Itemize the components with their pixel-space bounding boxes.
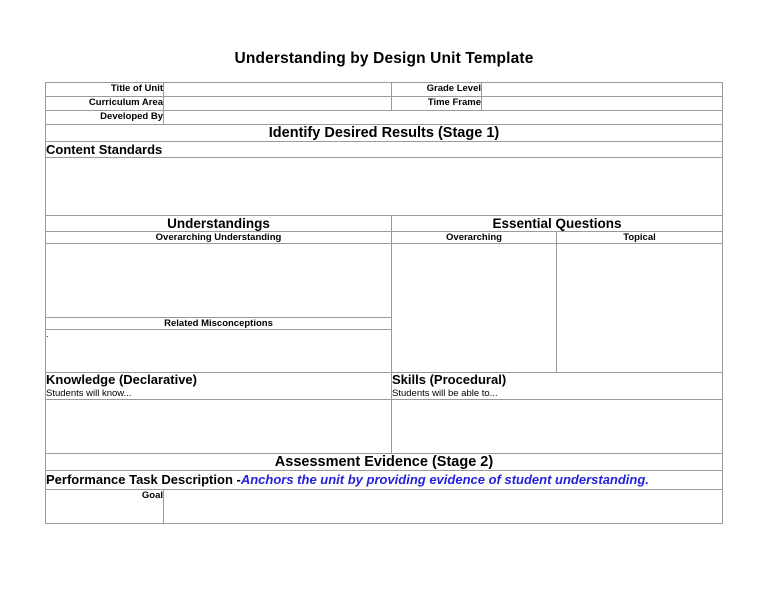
table-row-stage2-header: Assessment Evidence (Stage 2) [45, 453, 723, 472]
table-row-title-of-unit: Title of Unit Grade Level [45, 82, 723, 97]
skills-subtitle: Students will be able to... [392, 387, 498, 399]
table-row-goal: Goal [45, 489, 723, 525]
topical-questions-input[interactable] [556, 243, 723, 373]
page-title: Understanding by Design Unit Template [234, 50, 534, 67]
overarching-label: Overarching [391, 231, 557, 244]
topical-label: Topical [556, 231, 723, 244]
title-of-unit-input[interactable] [163, 82, 392, 97]
related-misconceptions-label: Related Misconceptions [45, 317, 392, 330]
goal-input[interactable] [163, 489, 723, 525]
performance-task-description: Anchors the unit by providing evidence o… [240, 472, 649, 488]
knowledge-title: Knowledge (Declarative) [46, 372, 197, 387]
developed-by-input[interactable] [163, 110, 723, 125]
skills-title: Skills (Procedural) [392, 372, 507, 387]
table-row-content-standards-label: Content Standards [45, 141, 723, 158]
overarching-understanding-input[interactable] [45, 243, 392, 318]
overarching-questions-input[interactable] [391, 243, 557, 373]
title-of-unit-label: Title of Unit [45, 82, 164, 97]
essential-questions-title: Essential Questions [391, 215, 723, 232]
time-frame-input[interactable] [481, 96, 723, 111]
table-row-developed-by: Developed By [45, 110, 723, 125]
table-row-knowledge-skills-bodies [45, 399, 723, 455]
performance-task-label: Performance Task Description - [46, 472, 241, 488]
table-row-related-misconceptions-label: Related Misconceptions [45, 317, 723, 330]
related-misconceptions-input[interactable]: . [45, 329, 392, 373]
knowledge-input[interactable] [45, 399, 392, 455]
grade-level-label: Grade Level [391, 82, 482, 97]
table-row-related-misconceptions-body: . [45, 329, 723, 373]
table-row-performance-task: Performance Task Description -Anchors th… [45, 470, 723, 491]
performance-task-row: Performance Task Description -Anchors th… [45, 470, 723, 491]
ubd-unit-template-table: Title of Unit Grade Level Curriculum Are… [45, 82, 723, 525]
table-row-curriculum-area: Curriculum Area Time Frame [45, 96, 723, 111]
table-row-knowledge-skills-headers: Knowledge (Declarative) Students will kn… [45, 371, 723, 401]
developed-by-label: Developed By [45, 110, 164, 125]
curriculum-area-label: Curriculum Area [45, 96, 164, 111]
stage1-section-title: Identify Desired Results (Stage 1) [45, 124, 723, 142]
goal-label: Goal [45, 489, 164, 525]
stage2-section-title: Assessment Evidence (Stage 2) [45, 453, 723, 472]
table-row-overarching-understanding-body [45, 243, 723, 373]
table-row-content-standards-body [45, 157, 723, 216]
table-row-understandings-eq-titles: Understandings Essential Questions [45, 215, 723, 232]
table-row-subheaders: Overarching Understanding Overarching To… [45, 231, 723, 244]
skills-input[interactable] [391, 399, 723, 455]
curriculum-area-input[interactable] [163, 96, 392, 111]
knowledge-header: Knowledge (Declarative) Students will kn… [45, 371, 392, 401]
content-standards-input[interactable] [45, 157, 723, 216]
skills-header: Skills (Procedural) Students will be abl… [391, 371, 723, 401]
content-standards-label: Content Standards [45, 141, 723, 158]
understandings-title: Understandings [45, 215, 392, 232]
grade-level-input[interactable] [481, 82, 723, 97]
overarching-understanding-label: Overarching Understanding [45, 231, 392, 244]
time-frame-label: Time Frame [391, 96, 482, 111]
table-row-stage1-header: Identify Desired Results (Stage 1) [45, 124, 723, 142]
knowledge-subtitle: Students will know... [46, 387, 132, 399]
